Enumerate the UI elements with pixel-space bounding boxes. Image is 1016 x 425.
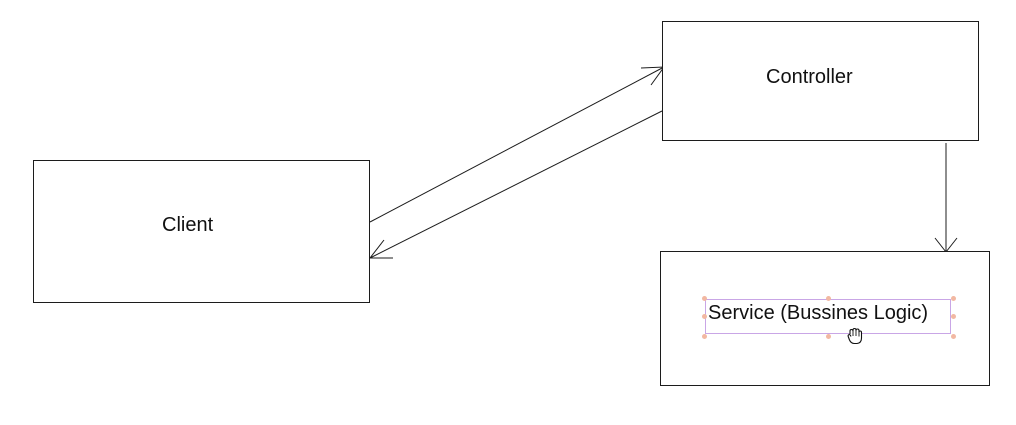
- service-node[interactable]: [660, 251, 990, 386]
- controller-label[interactable]: Controller: [766, 66, 853, 88]
- resize-handle-top-right[interactable]: [951, 296, 956, 301]
- resize-handle-bottom-right[interactable]: [951, 334, 956, 339]
- edge-controller-to-client[interactable]: [368, 110, 663, 259]
- resize-handle-bottom[interactable]: [826, 334, 831, 339]
- resize-handle-top-left[interactable]: [702, 296, 707, 301]
- client-node[interactable]: Client: [33, 160, 370, 303]
- arrowhead-icon: [640, 66, 666, 86]
- arrowhead-icon: [368, 239, 393, 259]
- resize-handle-right[interactable]: [951, 314, 956, 319]
- client-label[interactable]: Client: [162, 214, 214, 236]
- resize-handle-bottom-left[interactable]: [702, 334, 707, 339]
- controller-node[interactable]: Controller: [662, 21, 979, 141]
- text-selection-frame[interactable]: Service (Bussines Logic): [705, 299, 951, 334]
- hand-grab-icon: [847, 327, 863, 345]
- resize-handle-top[interactable]: [826, 296, 831, 301]
- resize-handle-left[interactable]: [702, 314, 707, 319]
- service-label[interactable]: Service (Bussines Logic): [708, 302, 929, 324]
- edge-client-to-controller[interactable]: [369, 66, 666, 223]
- edge-controller-to-service[interactable]: [934, 143, 958, 253]
